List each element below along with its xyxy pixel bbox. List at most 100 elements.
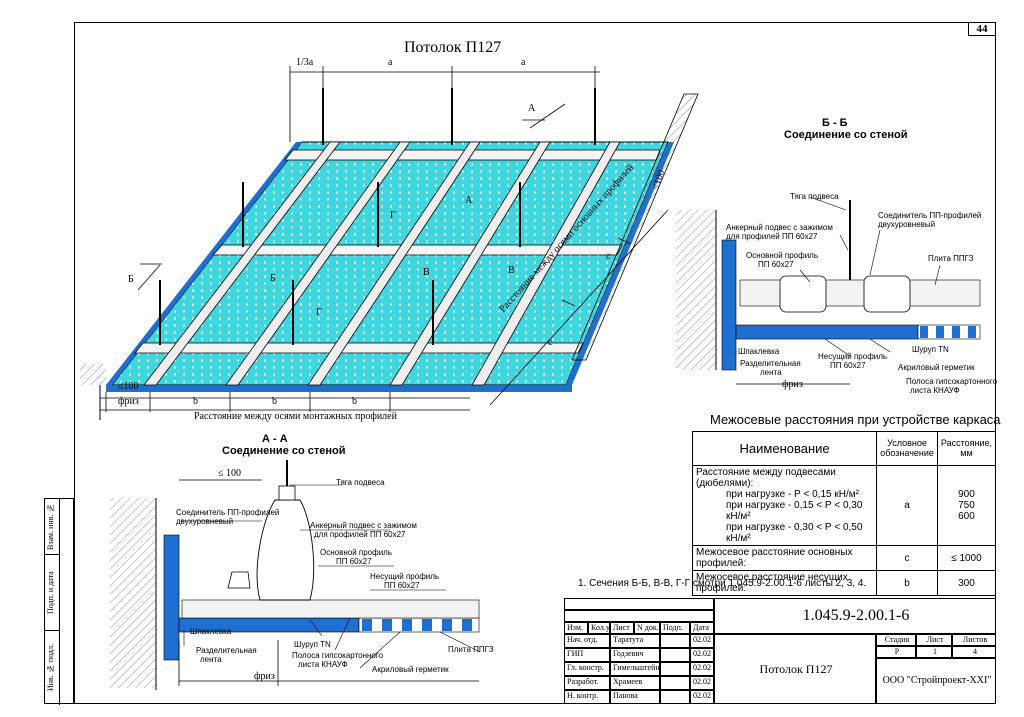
section-b-main2: ПП 60х27	[758, 260, 794, 269]
section-a-anchor2: для профилей ПП 60х27	[314, 530, 406, 539]
stamp-role-4: Н. контр.	[564, 690, 610, 704]
section-b-friz: фриз	[782, 379, 803, 390]
mark-a-top: А	[528, 103, 536, 114]
stamp-name-1: Годзевич	[610, 648, 660, 662]
section-a-shpak: Шпаклевка	[190, 627, 232, 636]
mark-v-1: В	[423, 267, 430, 278]
spec-row3-name: Межосевое расстояние несущих профилей:	[691, 570, 878, 596]
title-block: 1.045.9-2.00.1-6 Изм. Кол.уч. Лист N док…	[564, 598, 996, 704]
section-b-plita: Плита ППГЗ	[928, 254, 974, 263]
section-a-connector1: Соединитель ПП-профилей	[176, 508, 280, 517]
stamp-name-4: Панова	[610, 690, 660, 704]
spec-row3-symbol: b	[876, 570, 938, 596]
spec-row3-value: 300	[936, 570, 997, 596]
stamp-name-3: Храмеев	[610, 676, 660, 690]
section-b-shurup: Шуруп TN	[912, 345, 949, 354]
plan-le100: ≤100	[118, 381, 139, 392]
mark-a-mid: А	[465, 195, 473, 206]
section-a-title: А - А	[262, 433, 288, 445]
spec-row1-name: Расстояние между подвесами (дюбелями): п…	[691, 465, 878, 546]
spec-table: Наименование Условное обозначение Рассто…	[691, 431, 997, 596]
mark-v-2: В	[508, 265, 515, 276]
drawing-frame	[74, 22, 996, 704]
section-b-razd2: лента	[760, 368, 782, 377]
section-a-akril: Акриловый герметик	[372, 665, 449, 674]
section-b-bearing1: Несущий профиль	[818, 352, 888, 361]
section-a	[110, 460, 481, 690]
section-a-razd2: лента	[200, 655, 222, 664]
stamp-company: ООО "Стройпроект-XXI"	[876, 658, 996, 704]
ceiling-plan	[80, 88, 699, 420]
stamp-date-4: 02.02	[690, 690, 714, 704]
stamp-sheet-title: Потолок П127	[714, 634, 876, 704]
section-a-main1: Основной профиль	[320, 548, 393, 557]
section-a-plita: Плита ППГЗ	[448, 645, 494, 654]
mark-b-left: Б	[128, 274, 134, 285]
plan-c1: c	[548, 337, 553, 348]
mark-g-1: Г	[390, 210, 396, 221]
plan-dimensions	[100, 66, 669, 412]
section-b-polosa2: листа КНАУФ	[910, 386, 960, 395]
section-b-title: Б - Б	[822, 117, 848, 129]
main-title: Потолок П127	[404, 39, 502, 56]
section-b-akril: Акриловый герметик	[898, 363, 975, 372]
section-a-polosa1: Полоса гипсокартонного	[292, 651, 384, 660]
section-b-anchor1: Анкерный подвес с зажимом	[726, 223, 833, 232]
section-a-polosa2: листа КНАУФ	[298, 660, 348, 669]
plan-c2: c	[606, 251, 611, 262]
dim-third: 1/3a	[296, 57, 314, 68]
section-b-connector2: двухуровневый	[878, 220, 936, 229]
spec-row2-symbol: c	[876, 545, 938, 571]
side-strip: Взам. инв. № Подп. и дата Инв. № подл.	[44, 498, 74, 705]
spec-row1-symbol: a	[876, 465, 938, 546]
section-a-bearing2: ПП 60х27	[384, 581, 420, 590]
spec-header-symbol: Условное обозначение	[876, 431, 938, 466]
stamp-date-2: 02.02	[690, 662, 714, 676]
stamp-hdr-data: Дата	[690, 622, 714, 634]
spec-header-distance: Расстояние, мм	[936, 431, 997, 466]
section-b-polosa1: Полоса гипсокартонного	[906, 377, 998, 386]
spec-row2-name: Межосевое расстояние основных профилей:	[691, 545, 878, 571]
section-a-main2: ПП 60х27	[336, 557, 372, 566]
section-b-connector1: Соединитель ПП-профилей	[878, 211, 982, 220]
dim-a1: a	[388, 57, 393, 68]
mark-g-2: Г	[316, 307, 322, 318]
section-b-bearing2: ПП 60х27	[830, 361, 866, 370]
stamp-hdr-izm: Изм.	[564, 622, 588, 634]
stamp-name-2: Гимельштейн	[610, 662, 660, 676]
plan-caption-bottom: Расстояние между осями монтажных профиле…	[194, 411, 397, 422]
stamp-date-1: 02.02	[690, 648, 714, 662]
stamp-role-1: ГИП	[564, 648, 610, 662]
section-a-connector2: двухуровневый	[176, 517, 234, 526]
stamp-role-0: Нач. отд.	[564, 634, 610, 648]
section-a-friz: фриз	[254, 671, 275, 682]
stamp-stage-val: Р	[876, 646, 916, 658]
spec-row1-values: 900 750 600	[936, 465, 997, 546]
stamp-hdr-ndok: N док.	[634, 622, 660, 634]
stamp-listov-val: 4	[952, 646, 996, 658]
section-b-anchor2: для профилей ПП 60х27	[726, 232, 818, 241]
spec-header-name: Наименование	[691, 431, 878, 466]
page-number: 44	[968, 22, 996, 36]
plan-b2: b	[272, 396, 277, 407]
plan-b1: b	[193, 396, 198, 407]
section-b-subtitle: Соединение со стеной	[784, 129, 908, 141]
stamp-list-hdr: Лист	[916, 634, 952, 646]
section-a-razd1: Разделительная	[196, 646, 257, 655]
section-a-anchor1: Анкерный подвес с зажимом	[310, 521, 417, 530]
stamp-listov-hdr: Листов	[952, 634, 996, 646]
plan-friz: фриз	[118, 396, 139, 407]
stamp-hdr-koluch: Кол.уч.	[588, 622, 610, 634]
section-b-tyaga: Тяга подвеса	[790, 192, 839, 201]
plan-b3: b	[352, 396, 357, 407]
section-b-shpak: Шпаклевка	[738, 347, 780, 356]
section-a-tyaga: Тяга подвеса	[336, 478, 385, 487]
section-a-bearing1: Несущий профиль	[370, 572, 440, 581]
mark-b-mid: Б	[270, 273, 276, 284]
section-b-main1: Основной профиль	[746, 251, 819, 260]
stamp-doc-code: 1.045.9-2.00.1-6	[714, 598, 996, 634]
stamp-role-2: Гл. констр.	[564, 662, 610, 676]
stamp-date-0: 02.02	[690, 634, 714, 648]
section-b-razd1: Разделительная	[740, 359, 801, 368]
